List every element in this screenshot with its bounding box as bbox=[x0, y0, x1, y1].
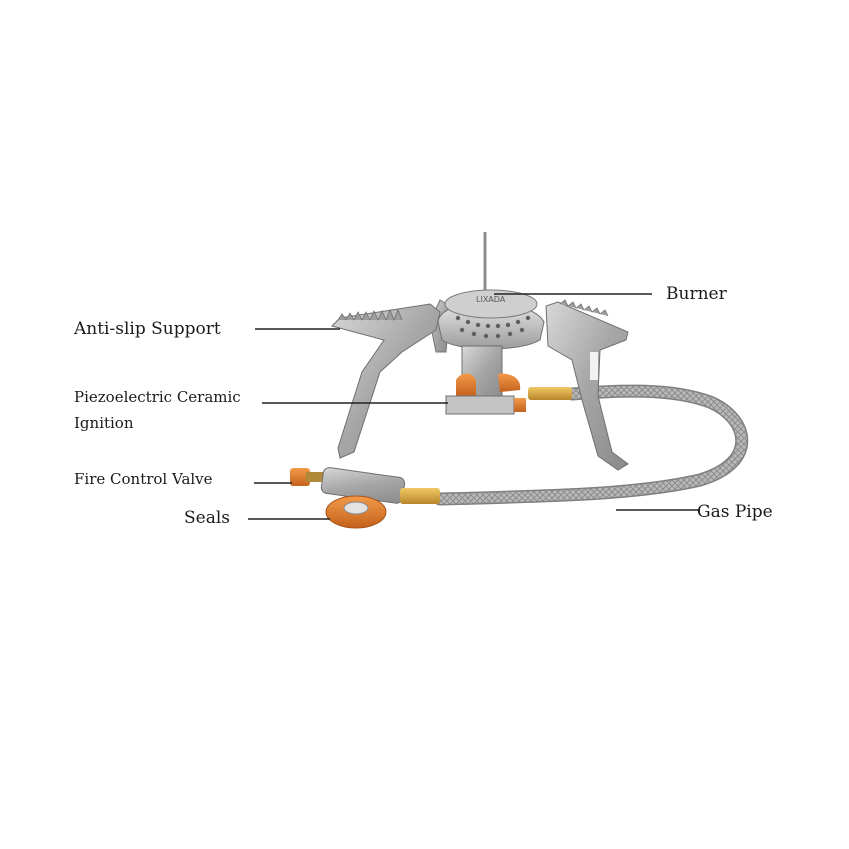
burner: LIXADA bbox=[437, 232, 545, 350]
label-fire-control-valve: Fire Control Valve bbox=[74, 470, 213, 488]
seals bbox=[325, 495, 387, 529]
anti-slip-support-right bbox=[545, 299, 629, 471]
pipe-connector-brass bbox=[528, 387, 572, 400]
label-piezo-line-2: Ignition bbox=[74, 414, 134, 432]
label-anti-slip-support: Anti-slip Support bbox=[74, 319, 221, 339]
label-burner: Burner bbox=[666, 284, 727, 304]
label-piezo-line-1: Piezoelectric Ceramic bbox=[74, 388, 241, 406]
fire-control-valve bbox=[290, 467, 440, 504]
anti-slip-support-left bbox=[331, 303, 441, 459]
label-gas-pipe: Gas Pipe bbox=[697, 502, 773, 522]
label-seals: Seals bbox=[184, 508, 231, 528]
brand-mark: LIXADA bbox=[476, 295, 506, 304]
leader-lines bbox=[248, 293, 700, 520]
gas-pipe bbox=[433, 384, 749, 506]
piezo-ignition bbox=[445, 345, 526, 415]
